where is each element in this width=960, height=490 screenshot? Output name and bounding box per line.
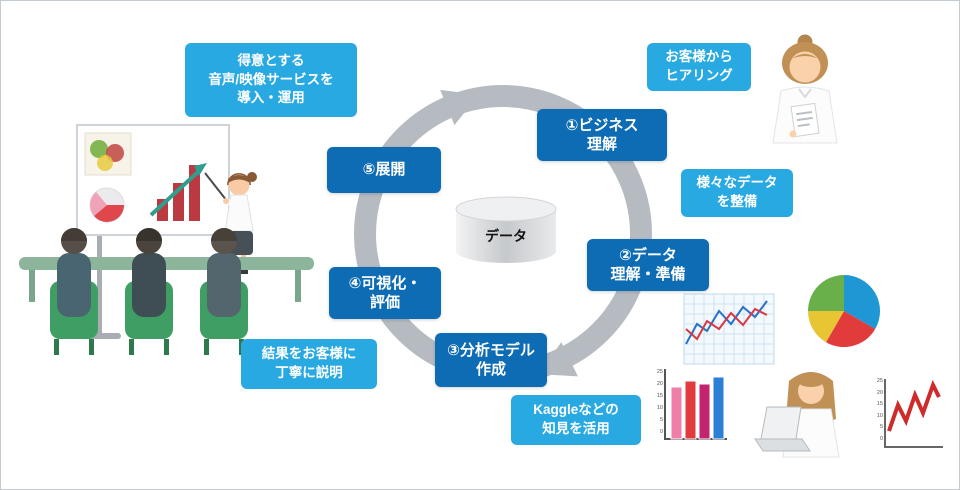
board-bar-chart-icon <box>149 163 207 221</box>
bar-chart-icon <box>664 369 727 440</box>
audience-illustration <box>50 228 248 355</box>
step-4-visualization-evaluation: ④可視化・ 評価 <box>329 267 441 319</box>
callout-kaggle-knowledge: Kaggleなどの 知見を活用 <box>511 395 641 445</box>
cycle-arrow-icon <box>440 89 479 126</box>
cylinder-label: データ <box>485 228 527 244</box>
board-pie-chart-icon <box>89 187 125 223</box>
data-cylinder-icon: データ <box>455 196 557 263</box>
zigzag-chart-axis-ticks: 25 20 15 10 5 0 <box>876 378 883 442</box>
consultant-woman-illustration <box>772 34 838 144</box>
zigzag-line-chart-icon <box>884 379 943 448</box>
document-icon <box>790 102 820 138</box>
step-5-deployment: ⑤展開 <box>327 147 441 193</box>
analyst-woman-illustration <box>754 372 840 458</box>
cycle-arrow-icon <box>539 342 578 377</box>
step-1-business-understanding: ①ビジネス 理解 <box>537 109 667 161</box>
callout-customer-hearing: お客様から ヒアリング <box>647 43 751 91</box>
step-2-data-preparation: ②データ 理解・準備 <box>587 239 709 291</box>
pie-chart-icon <box>808 275 881 348</box>
analysis-charts-illustration <box>664 275 943 458</box>
venn-chart-icon <box>90 140 108 158</box>
trend-arrow-icon <box>194 163 207 176</box>
laptop-icon <box>754 406 811 452</box>
step-3-model-building: ③分析モデル 作成 <box>435 333 547 387</box>
venn-chart-icon <box>97 155 113 171</box>
line-chart-grid-icon <box>683 293 775 365</box>
pointer-stick-icon <box>204 172 228 202</box>
callout-prepare-data: 様々なデータ を整備 <box>681 169 793 217</box>
callout-explain-results: 結果をお客様に 丁寧に説明 <box>241 339 377 389</box>
bar-chart-axis-ticks: 25 20 15 10 5 0 <box>656 369 663 435</box>
callout-deploy-services: 得意とする 音声/映像サービスを 導入・運用 <box>185 43 357 117</box>
whiteboard-icon <box>76 124 230 236</box>
presentation-scene-illustration <box>19 124 314 355</box>
